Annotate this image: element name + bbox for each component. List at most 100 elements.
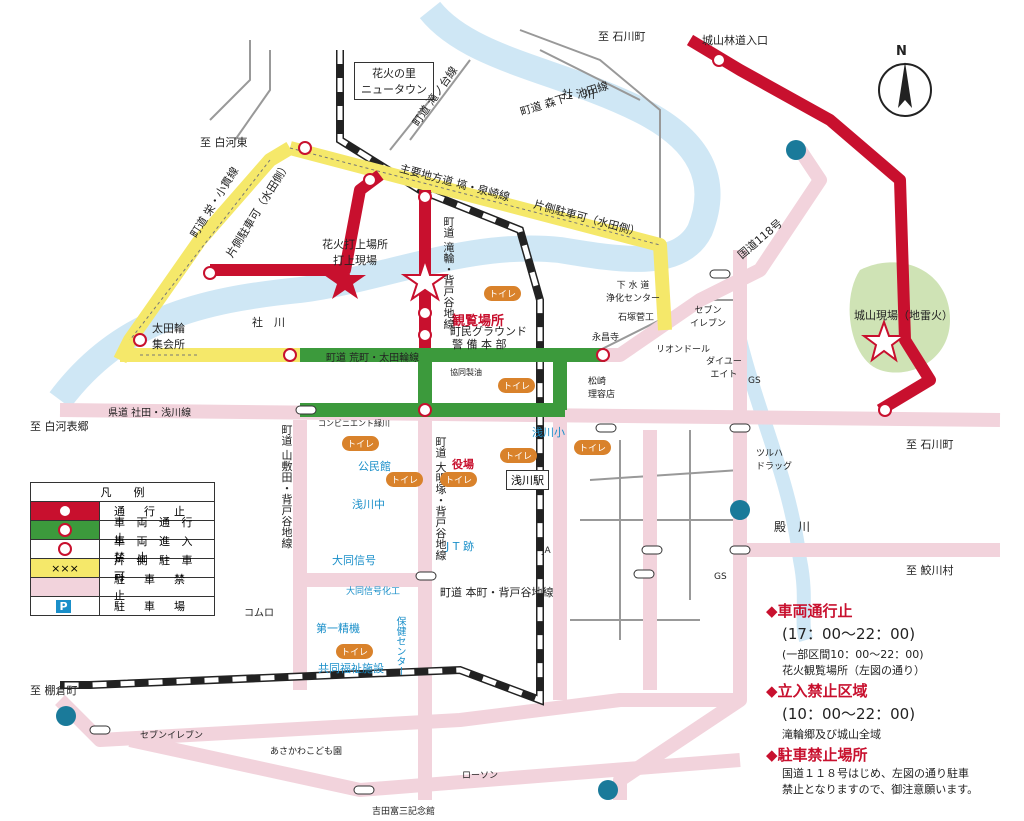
dest-tanagura[interactable]: 至 棚倉町 — [30, 684, 78, 697]
traffic-lights — [89, 269, 751, 795]
notice-heading: ◆車両通行止 — [766, 602, 853, 620]
yashiro-river-top-label: 社 川 — [562, 88, 595, 101]
riondor-label: リオンドール — [656, 345, 711, 355]
closure-marker — [418, 306, 432, 320]
notice-line: 国道１１８号はじめ、左図の通り駐車 — [782, 767, 969, 780]
kodomoen-label: あさかわこども園 — [270, 747, 343, 757]
legend-row-no-parking: 駐 車 禁 止 — [31, 573, 214, 602]
notice-line: 花火観覧場所（左図の通り） — [782, 664, 925, 677]
konbini-label: コンビニエント緑川 — [318, 419, 390, 428]
hq-label: 警 備 本 部 — [452, 338, 507, 351]
railway — [60, 50, 544, 706]
sewage-label: 下 水 道 浄化センター — [606, 281, 661, 304]
closure-marker — [596, 348, 610, 362]
legend-row-no-entry: 車 両 進 入 禁 止 — [31, 535, 214, 564]
daiichi-seiki-label: 第一精機 — [316, 622, 360, 635]
asakawa-sho-label: 浅川小 — [532, 426, 565, 439]
closure-marker — [418, 190, 432, 204]
toilet-icon: トイレ — [386, 472, 424, 487]
yakuba-label: 役場 — [452, 458, 474, 471]
closure-marker — [298, 141, 312, 155]
dest-shirakawa-east[interactable]: 至 白河東 — [200, 136, 248, 149]
station-label: 浅川駅 — [506, 470, 549, 490]
dest-shiroyama-entrance: 城山林道入口 — [702, 34, 768, 47]
ground-label: 町民グラウンド — [450, 325, 527, 338]
daiei-label: ダイユー エイト — [706, 357, 742, 380]
closure-marker — [133, 333, 147, 347]
closed-icon — [58, 504, 72, 518]
closure-marker — [283, 348, 297, 362]
gs1-label: GS — [748, 376, 761, 386]
one-side-marks — [129, 147, 661, 356]
shiroyama-label: 城山現場（地雷火） — [854, 309, 953, 322]
toilet-icon: トイレ — [342, 436, 380, 451]
toilet-icon: トイレ — [440, 472, 478, 487]
compass — [878, 62, 932, 117]
daido-shingo-label: 大同信号 — [332, 554, 376, 567]
komuro-label: コムロ — [244, 608, 274, 619]
asakawa-chu-label: 浅川中 — [352, 498, 385, 511]
ota-hall-label: 太田輪 集会所 — [152, 322, 185, 351]
tsuruha-label: ツルハ ドラッグ — [756, 449, 793, 472]
notice-panel: ◆車両通行止 (17：00〜22：00) (一部区間10：00〜22：00) 花… — [766, 598, 1016, 797]
tono-river — [733, 338, 813, 643]
legend: 凡 例 通 行 止 車 両 通 行 止 車 両 進 入 禁 止 ×××片 側 駐… — [30, 482, 215, 616]
closure-marker — [203, 266, 217, 280]
legend-row-closed: 通 行 止 — [31, 502, 214, 521]
dest-ishikawa-right[interactable]: 至 石川町 — [906, 438, 954, 451]
matsuzaki-label: 松崎 理容店 — [588, 377, 616, 400]
launch-site-label: 花火打上場所 打上現場 — [322, 238, 388, 267]
vehicle-closed-roads — [300, 348, 605, 417]
route-shields — [56, 140, 806, 800]
toilet-icon: トイレ — [500, 448, 538, 463]
dest-samegawa[interactable]: 至 鮫川村 — [906, 564, 954, 577]
notice-time: (10：00〜22：00) — [782, 705, 916, 723]
kyodo-fukushi-label: 共同福祉施設 — [318, 662, 384, 675]
notice-line: (一部区間10：00〜22：00) — [782, 648, 924, 661]
yamashikida-road-label: 町道 山敷田・背戸谷地線 — [280, 424, 293, 549]
no-entry-icon — [58, 542, 72, 556]
seven2-label: セブンイレブン — [140, 731, 204, 741]
notice-heading: ◆駐車禁止場所 — [766, 746, 868, 764]
tono-river-label: 殿 川 — [774, 520, 811, 534]
toilet-icon: トイレ — [484, 286, 522, 301]
honmachi-road-label: 町道 本町・背戸谷地線 — [440, 586, 554, 599]
closure-marker — [363, 173, 377, 187]
notice-time: (17：00〜22：00) — [782, 625, 916, 643]
no-entry-icon — [58, 523, 72, 537]
kyodo-label: 協同製油 — [450, 368, 482, 377]
eishoji-label: 永昌寺 — [592, 333, 620, 343]
arakawa-road-label: 町道 荒町・太田輪線 — [326, 353, 420, 364]
notice-heading: ◆立入禁止区域 — [766, 682, 868, 700]
kominkan-label: 公民館 — [358, 460, 391, 473]
launch-stars — [324, 256, 907, 363]
ja-label: JA — [542, 546, 551, 556]
closure-marker — [418, 403, 432, 417]
dest-ishikawa-top[interactable]: 至 石川町 — [598, 30, 646, 43]
closure-marker — [878, 403, 892, 417]
yashiro-river-left-label: 社 川 — [252, 316, 285, 329]
toilet-icon: トイレ — [498, 378, 536, 393]
yashiro-river — [49, 1, 721, 408]
yoshida-label: 吉田富三記念館 — [372, 807, 436, 817]
legend-row-vehicle: 車 両 通 行 止 — [31, 516, 214, 545]
viewing-area-label: 観覧場所 — [452, 314, 505, 329]
compass-label: N — [896, 44, 907, 59]
closure-marker — [418, 328, 432, 342]
prefectural-road-label: 県道 社田・浅川線 — [108, 408, 192, 419]
notice-line: 滝輪郷及び城山全域 — [782, 728, 881, 741]
daido-kako-label: 大同信号化工 — [346, 587, 401, 597]
legend-row-one-side: ×××片 側 駐 車 可 — [31, 554, 214, 583]
notice-line: 禁止となりますので、御注意願います。 — [782, 783, 979, 796]
hoken-label: 保健センター — [394, 616, 405, 676]
newtown-label: 花火の里 ニュータウン — [354, 62, 434, 100]
closure-marker — [712, 53, 726, 67]
lawson-label: ローソン — [462, 771, 499, 781]
legend-title: 凡 例 — [31, 483, 214, 502]
dest-shirakawa-omote[interactable]: 至 白河表郷 — [30, 420, 89, 433]
gs2-label: GS — [714, 572, 727, 582]
jt-label: J T 跡 — [446, 540, 474, 553]
